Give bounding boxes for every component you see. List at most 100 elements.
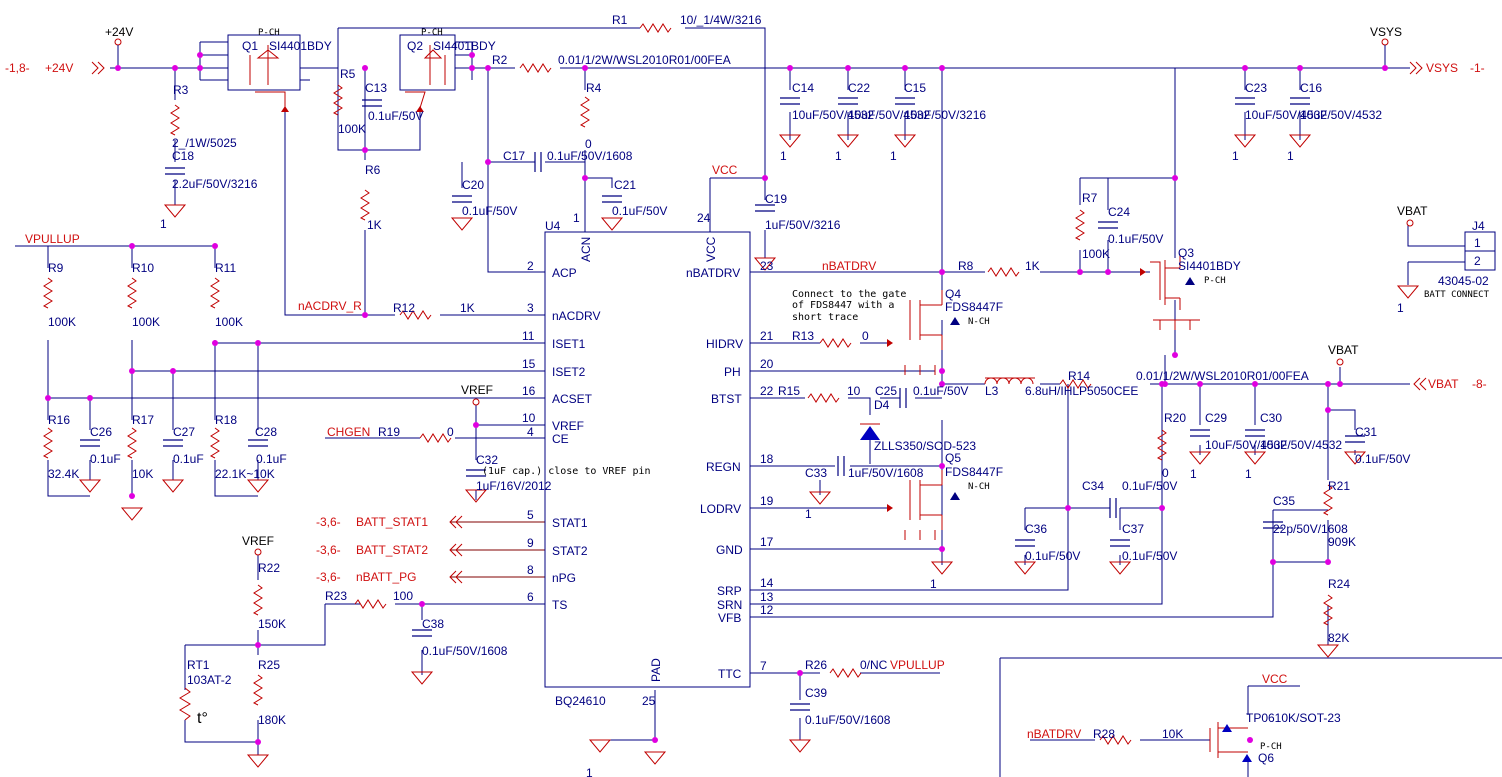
ref-r6: R6 — [365, 163, 381, 177]
val-r15: 10 — [847, 384, 861, 398]
pin-num-nbatdrv: 23 — [760, 259, 774, 273]
val-r14: 0.01/1/2W/WSL2010R01/00FEA — [1136, 369, 1309, 383]
ic-part: BQ24610 — [555, 694, 606, 708]
pin-name-vfb: VFB — [718, 611, 741, 625]
ref-c13: C13 — [365, 81, 387, 95]
val-r28: 10K — [1162, 727, 1183, 741]
val-r9: 100K — [48, 315, 76, 329]
pin-name-ts: TS — [552, 598, 567, 612]
val-c35: 22p/50V/1608 — [1273, 522, 1348, 536]
pin-name-acset: ACSET — [552, 392, 593, 406]
gnd-num-6: 1 — [1287, 149, 1294, 163]
offsheet-vbat: VBAT — [1428, 377, 1459, 391]
port-vref: VREF — [461, 383, 493, 397]
val-c39: 0.1uF/50V/1608 — [805, 713, 891, 727]
gnd-num-8: 1 — [930, 577, 937, 591]
ref-c26: C26 — [90, 425, 112, 439]
pin-num-acp: 2 — [527, 259, 534, 273]
pin-num-regn: 18 — [760, 452, 774, 466]
diode-d4 — [860, 423, 880, 440]
port-vbat: VBAT — [1328, 343, 1359, 357]
wires — [15, 27, 1502, 777]
net-nacdrv-r: nACDRV_R — [298, 299, 362, 313]
offsheet-24v-page: -1,8- — [5, 61, 30, 75]
pin-num-srn: 13 — [760, 590, 774, 604]
pin-num-srp: 14 — [760, 576, 774, 590]
ref-c36: C36 — [1025, 522, 1047, 536]
val-c32: 1uF/16V/2012 — [476, 479, 552, 493]
junction-dots — [45, 52, 1388, 745]
ref-q5: Q5 — [945, 451, 961, 465]
val-r13: 0 — [862, 329, 869, 343]
ref-r13: R13 — [792, 329, 814, 343]
port-vcc: VCC — [712, 163, 738, 177]
val-r6: 1K — [367, 218, 382, 232]
pin-name-pad: PAD — [649, 658, 663, 682]
gnd-num-4: 1 — [890, 149, 897, 163]
pin-name-acp: ACP — [552, 266, 577, 280]
thermistor-rt1: t° — [179, 687, 208, 727]
ref-r16: R16 — [48, 413, 70, 427]
val-c24: 0.1uF/50V — [1108, 232, 1163, 246]
pin-name-gnd: GND — [716, 543, 743, 557]
val-l3: 6.8uH/IHLP5050CEE — [1025, 384, 1138, 398]
val-j4: 43045-02 — [1438, 274, 1489, 288]
val-r24: 82K — [1328, 631, 1349, 645]
ic-ref: U4 — [545, 219, 561, 233]
part-q6: TP0610K/SOT-23 — [1246, 711, 1341, 725]
val-c33: 1uF/50V/1608 — [848, 466, 924, 480]
ref-c29: C29 — [1205, 411, 1227, 425]
ref-c23: C23 — [1245, 81, 1267, 95]
pin-num-nacdrv: 3 — [527, 301, 534, 315]
pin-name-btst: BTST — [711, 392, 742, 406]
val-r1: 10/_1/4W/3216 — [680, 13, 762, 27]
val-c37: 0.1uF/50V — [1122, 549, 1177, 563]
pin-name-npg: nPG — [552, 571, 576, 585]
val-c25: 0.1uF/50V — [913, 384, 968, 398]
ref-q3: Q3 — [1178, 246, 1194, 260]
pin-name-acn: ACN — [579, 237, 593, 262]
ref-c24: C24 — [1108, 205, 1130, 219]
ref-c39: C39 — [805, 686, 827, 700]
type-q3: P-CH — [1204, 276, 1226, 286]
pin-num-vcc: 24 — [697, 211, 711, 225]
val-rt1: 103AT-2 — [187, 673, 232, 687]
ref-c17: C17 — [503, 149, 525, 163]
note-gate-2: of FDS8447 with a — [792, 300, 894, 311]
port-vcc-q6: VCC — [1262, 672, 1288, 686]
pin-name-vref: VREF — [552, 419, 584, 433]
val-c15: 10uF/50V/3216 — [904, 108, 986, 122]
mosfet-q1 — [227, 34, 301, 112]
ref-r18: R18 — [215, 413, 237, 427]
net-chgen: CHGEN — [327, 425, 370, 439]
note-vref-cap: (1uF cap.) close to VREF pin — [482, 466, 651, 477]
capacitor-symbols — [80, 97, 1365, 711]
offsheet-stat2: BATT_STAT2 — [356, 543, 428, 557]
pin-name-ttc: TTC — [718, 667, 742, 681]
labels: U4 BQ24610 ACP 2 nACDRV 3 ISET1 11 ISET2… — [5, 13, 1490, 777]
val-r11: 100K — [215, 315, 243, 329]
offsheet-vsys: VSYS — [1426, 61, 1458, 75]
ref-q4: Q4 — [945, 287, 961, 301]
ref-c25: C25 — [875, 384, 897, 398]
pin-num-pad: 25 — [642, 694, 656, 708]
offsheet-stat1-page: -3,6- — [316, 515, 341, 529]
val-r16: 32.4K — [48, 467, 79, 481]
val-c34: 0.1uF/50V — [1122, 479, 1177, 493]
val-r26: 0/NC — [860, 658, 888, 672]
pin-name-ph: PH — [724, 365, 741, 379]
ref-c22: C22 — [848, 81, 870, 95]
ref-c37: C37 — [1122, 522, 1144, 536]
offsheet-24v: +24V — [45, 61, 73, 75]
pin-name-lodrv: LODRV — [700, 502, 741, 516]
offsheet-stat2-page: -3,6- — [316, 543, 341, 557]
type-q6: P-CH — [1260, 742, 1282, 752]
ref-l3: L3 — [985, 384, 999, 398]
connector-pin-2: 2 — [1474, 254, 1481, 268]
ref-q2: Q2 — [407, 39, 423, 53]
val-c13: 0.1uF/50V — [368, 109, 423, 123]
connector-j4 — [1464, 231, 1496, 271]
ref-c28: C28 — [255, 425, 277, 439]
val-c19: 1uF/50V/3216 — [765, 218, 841, 232]
